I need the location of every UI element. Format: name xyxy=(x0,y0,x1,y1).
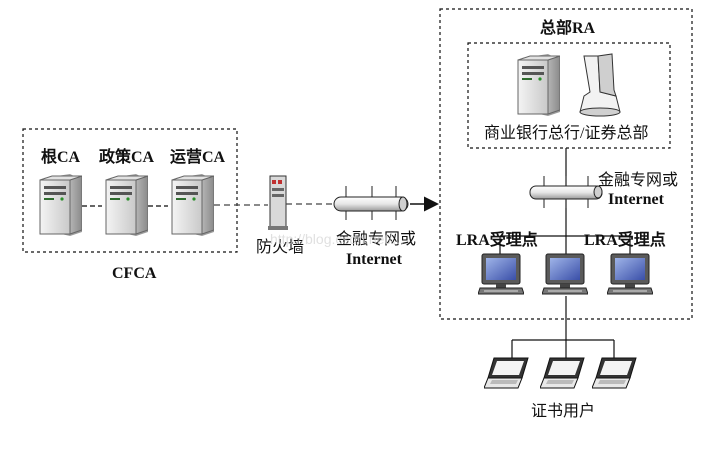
operation-ca-label: 运营CA xyxy=(170,147,226,166)
lra-terminal-icon-2 xyxy=(542,253,588,295)
network-right-line1: 金融专网或 xyxy=(598,171,678,189)
root-ca-label: 根CA xyxy=(41,147,81,166)
user-laptop-icon-2 xyxy=(540,357,585,389)
network-left-line1: 金融专网或 xyxy=(336,230,416,248)
policy-ca-label: 政策CA xyxy=(99,147,155,166)
user-laptop-icon-1 xyxy=(484,357,529,389)
watermark-text: http://blog.csdn.net/... xyxy=(270,231,404,247)
cfca-group: 根CA 政策CA 运营CA xyxy=(22,128,238,253)
bank-server-icon xyxy=(517,53,560,116)
lra-terminal-icon-3 xyxy=(607,253,653,295)
network-right-line2: Internet xyxy=(608,191,665,208)
lra-label-left: LRA受理点 xyxy=(456,230,538,249)
network-pipe-right xyxy=(529,176,603,208)
hq-ra-label: 总部RA xyxy=(540,18,596,37)
user-laptop-icon-3 xyxy=(592,357,637,389)
network-pipe-left xyxy=(333,186,409,220)
cert-users-label: 证书用户 xyxy=(531,402,595,420)
operation-ca-server-icon xyxy=(171,173,214,236)
lra-terminal-icon-1 xyxy=(478,253,524,295)
lra-label-right: LRA受理点 xyxy=(584,230,666,249)
firewall-label: 防火墙 xyxy=(256,238,304,256)
cfca-label: CFCA xyxy=(112,265,157,282)
hsm-device-icon xyxy=(579,53,621,117)
root-ca-server-icon xyxy=(39,173,82,236)
bank-hq-group xyxy=(467,42,671,149)
firewall-icon xyxy=(268,175,288,230)
bank-hq-label: 商业银行总行/证券总部 xyxy=(484,124,648,142)
network-left-line2: Internet xyxy=(346,251,403,268)
policy-ca-server-icon xyxy=(105,173,148,236)
hq-ra-group xyxy=(439,8,693,320)
